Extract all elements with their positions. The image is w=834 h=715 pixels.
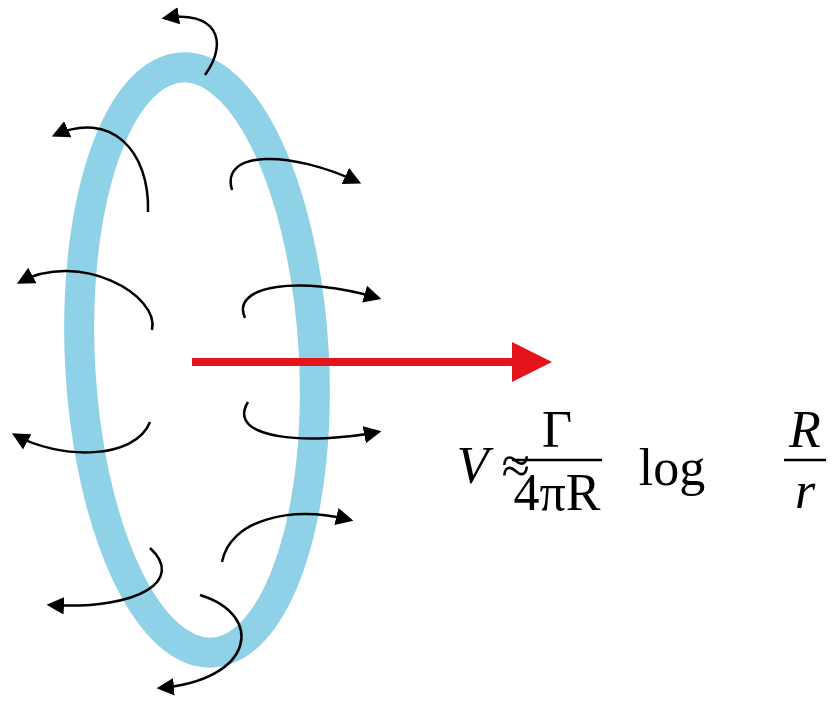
log-function: log [639, 442, 705, 494]
ring-radius: R [789, 404, 821, 456]
core-radius: r [795, 465, 815, 517]
circulation-symbol: Γ [542, 404, 572, 456]
fraction-bar [784, 459, 826, 462]
denominator: 4πR [514, 467, 601, 519]
motion-arrow [192, 358, 520, 366]
circulation-arrows [15, 17, 378, 688]
